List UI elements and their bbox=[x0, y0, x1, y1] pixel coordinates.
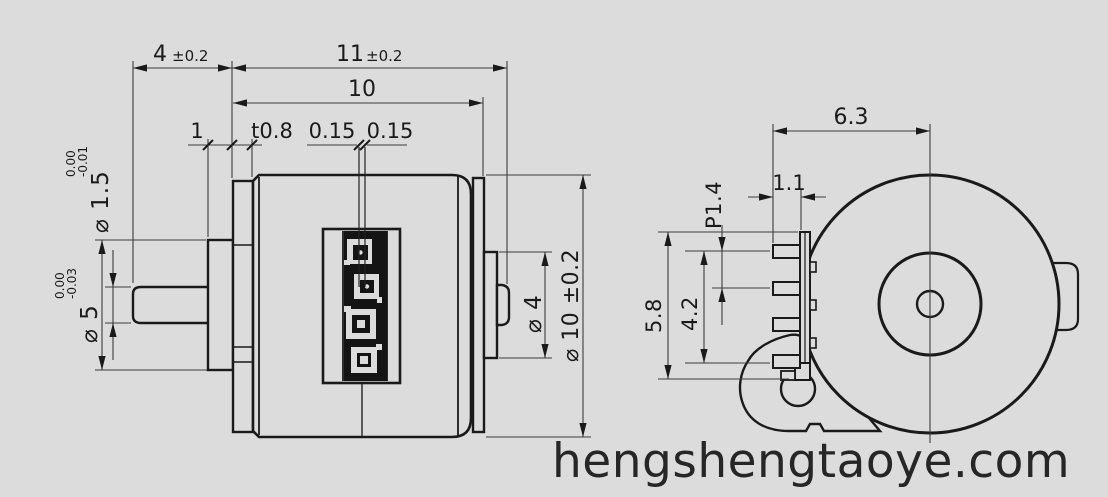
dim-boss-protrusion-label: 1 bbox=[190, 119, 203, 143]
terminal-pad-pattern bbox=[321, 227, 402, 385]
dim-seam-left-label: 0.15 bbox=[309, 119, 356, 143]
dim-pin-span-label: 4.2 bbox=[678, 296, 702, 331]
dim-rear-boss-diameter-group: ⌀ 4 bbox=[521, 294, 547, 333]
dim-shaft-diameter-group: ⌀ 1.5 0.00 -0.01 bbox=[64, 146, 114, 233]
dim-plate-thickness-label: t0.8 bbox=[251, 119, 293, 143]
side-view-dimension-lines bbox=[95, 61, 591, 438]
pin-2 bbox=[772, 281, 801, 296]
pin-3 bbox=[772, 317, 801, 332]
dim-front-boss-diameter-label: ⌀ 5 bbox=[77, 304, 103, 343]
front-plate-seams bbox=[233, 244, 253, 363]
dim-connector-height-label: 5.8 bbox=[642, 298, 666, 333]
body-crimp-lines bbox=[258, 176, 459, 436]
dim-shaft-diameter-tol-lower: -0.01 bbox=[76, 146, 90, 177]
dim-total-length-tolerance: ±0.2 bbox=[366, 47, 402, 65]
dim-rear-boss-diameter-label: ⌀ 4 bbox=[521, 294, 547, 333]
dim-pin-tip-to-center-label: 6.3 bbox=[834, 105, 869, 130]
side-view: 4 ±0.2 11 ±0.2 10 1 t0.8 0.15 0.15 ⌀ 1.5… bbox=[53, 42, 591, 439]
terminal-strip-bumps bbox=[809, 261, 817, 349]
dim-front-boss-diameter-tol-upper: 0.00 bbox=[53, 272, 67, 299]
rear-shaft-pivot bbox=[495, 283, 511, 327]
output-shaft bbox=[131, 285, 211, 325]
dim-shaft-diameter-tol-upper: 0.00 bbox=[64, 150, 78, 177]
pin-1 bbox=[772, 244, 801, 259]
dim-front-boss-diameter-tol-lower: -0.03 bbox=[65, 268, 79, 299]
front-boss bbox=[206, 238, 235, 372]
dim-body-length-label: 10 bbox=[348, 77, 376, 102]
rear-boss bbox=[482, 250, 499, 360]
watermark-text: hengshengtaoye.com bbox=[552, 434, 1070, 489]
pin-4 bbox=[772, 354, 801, 369]
dim-total-length-label: 11 bbox=[336, 42, 364, 67]
dim-body-diameter-group: ⌀ 10 ±0.2 bbox=[559, 249, 584, 362]
dim-shaft-protrusion-tolerance: ±0.2 bbox=[172, 47, 208, 65]
dim-pin-pitch-group: P1.4 bbox=[702, 181, 726, 229]
tape-seam-lines bbox=[358, 147, 366, 436]
front-plate bbox=[231, 179, 255, 434]
dim-shaft-diameter-label: ⌀ 1.5 bbox=[88, 170, 114, 233]
dim-connector-height-group: 5.8 bbox=[642, 298, 666, 333]
dim-front-boss-diameter-group: ⌀ 5 0.00 -0.03 bbox=[53, 268, 103, 343]
dim-pin-length-label: 1.1 bbox=[772, 171, 805, 195]
dim-pin-span-group: 4.2 bbox=[678, 296, 702, 331]
dim-pin-pitch-label: P1.4 bbox=[702, 181, 726, 229]
dim-seam-right-label: 0.15 bbox=[367, 119, 414, 143]
dimension-ticks bbox=[202, 139, 371, 151]
front-view: 6.3 1.1 P1.4 4.2 5.8 bbox=[642, 105, 1080, 443]
ear-bracket-step bbox=[780, 370, 796, 381]
dim-shaft-protrusion-label: 4 bbox=[153, 42, 167, 67]
dim-body-diameter-label: ⌀ 10 ±0.2 bbox=[559, 249, 584, 362]
rear-bearing-plate bbox=[471, 176, 486, 434]
terminal-pins bbox=[772, 244, 801, 369]
